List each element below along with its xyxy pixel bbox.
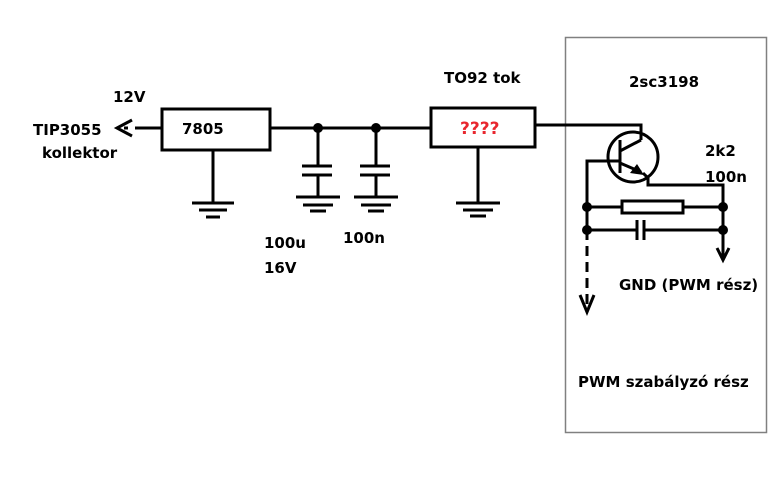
resistor-2k2-icon (620, 199, 685, 215)
label-7805: 7805 (182, 120, 224, 138)
label-100n-pwm: 100n (705, 168, 747, 186)
capacitor-100n-icon (354, 128, 398, 213)
capacitor-100u-icon (296, 128, 340, 213)
junction-node (582, 202, 592, 212)
to92-part-box (429, 106, 537, 149)
pwm-section-border (564, 36, 768, 434)
label-2sc3198: 2sc3198 (629, 73, 699, 91)
label-2k2: 2k2 (705, 142, 736, 160)
regulator-7805-box (160, 107, 272, 152)
regulator-ground-icon (192, 150, 234, 219)
label-unknown-part: ???? (460, 119, 499, 139)
label-kollektor: kollektor (42, 144, 118, 162)
label-gnd-pwm: GND (PWM rész) (619, 276, 758, 294)
input-arrow-icon (113, 118, 162, 138)
label-pwm-section: PWM szabályzó rész (578, 373, 749, 391)
label-to92: TO92 tok (444, 69, 522, 87)
label-16v: 16V (264, 259, 297, 277)
dashed-arrow-icon (578, 230, 596, 316)
label-tip3055: TIP3055 (33, 121, 102, 139)
junction-node (718, 202, 728, 212)
capacitor-100n-pwm-icon (587, 220, 723, 240)
label-100n: 100n (343, 229, 385, 247)
label-100u: 100u (264, 234, 306, 252)
label-12v: 12V (113, 88, 146, 106)
gnd-arrow-icon (715, 230, 731, 264)
npn-transistor-icon (585, 130, 725, 207)
collector-wire (535, 123, 643, 140)
to92-ground-icon (456, 147, 500, 218)
